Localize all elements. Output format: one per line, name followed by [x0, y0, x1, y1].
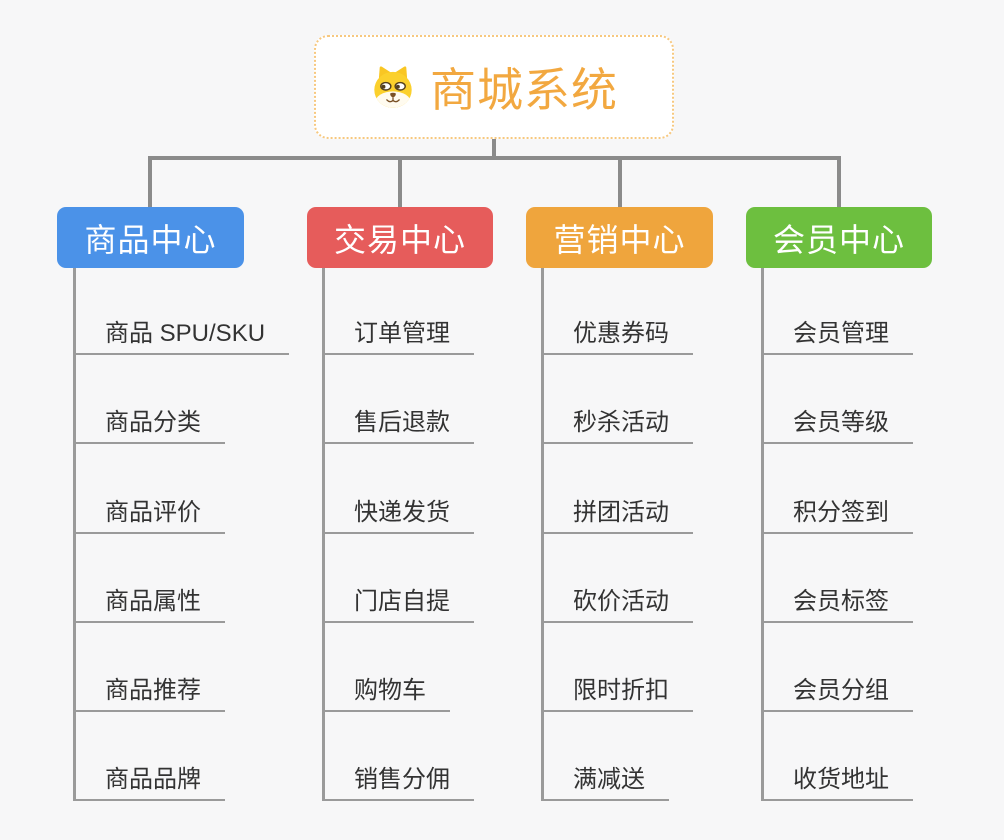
leaf-node[interactable]: 收货地址	[761, 766, 913, 801]
connector-root-drop	[492, 139, 496, 160]
root-title: 商城系统	[430, 64, 618, 116]
leaf-node[interactable]: 商品品牌	[73, 766, 225, 801]
leaf-node[interactable]: 会员标签	[761, 588, 913, 623]
branch-node-member-center[interactable]: 会员中心	[746, 207, 932, 268]
leaf-node[interactable]: 拼团活动	[541, 499, 693, 534]
connector-branch-drop	[148, 156, 152, 207]
leaf-node[interactable]: 商品 SPU/SKU	[73, 320, 290, 355]
branch-node-marketing-center[interactable]: 营销中心	[526, 207, 713, 268]
leaf-node[interactable]: 订单管理	[322, 320, 474, 355]
leaf-node[interactable]: 积分签到	[761, 499, 913, 534]
leaf-node[interactable]: 商品属性	[73, 588, 225, 623]
branch-spine	[322, 268, 325, 801]
leaf-node[interactable]: 商品分类	[73, 409, 225, 444]
leaf-node[interactable]: 砍价活动	[541, 588, 693, 623]
leaf-node[interactable]: 优惠券码	[541, 320, 693, 355]
connector-branch-drop	[837, 156, 841, 207]
leaf-node[interactable]: 快递发货	[322, 499, 474, 534]
leaf-node[interactable]: 商品评价	[73, 499, 225, 534]
connector-trunk	[148, 156, 841, 160]
leaf-node[interactable]: 会员等级	[761, 409, 913, 444]
dog-face-icon	[370, 64, 416, 110]
leaf-node[interactable]: 销售分佣	[322, 766, 474, 801]
branch-spine	[73, 268, 76, 801]
root-node[interactable]: 商城系统	[314, 35, 674, 139]
leaf-node[interactable]: 售后退款	[322, 409, 474, 444]
leaf-node[interactable]: 限时折扣	[541, 677, 693, 712]
leaf-node[interactable]: 门店自提	[322, 588, 474, 623]
connector-branch-drop	[618, 156, 622, 207]
branch-node-product-center[interactable]: 商品中心	[57, 207, 244, 268]
leaf-node[interactable]: 满减送	[541, 766, 669, 801]
branch-spine	[541, 268, 544, 801]
branch-node-trade-center[interactable]: 交易中心	[307, 207, 493, 268]
connector-branch-drop	[398, 156, 402, 207]
leaf-node[interactable]: 购物车	[322, 677, 450, 712]
branch-spine	[761, 268, 764, 801]
leaf-node[interactable]: 商品推荐	[73, 677, 225, 712]
leaf-node[interactable]: 秒杀活动	[541, 409, 693, 444]
leaf-node[interactable]: 会员分组	[761, 677, 913, 712]
leaf-node[interactable]: 会员管理	[761, 320, 913, 355]
